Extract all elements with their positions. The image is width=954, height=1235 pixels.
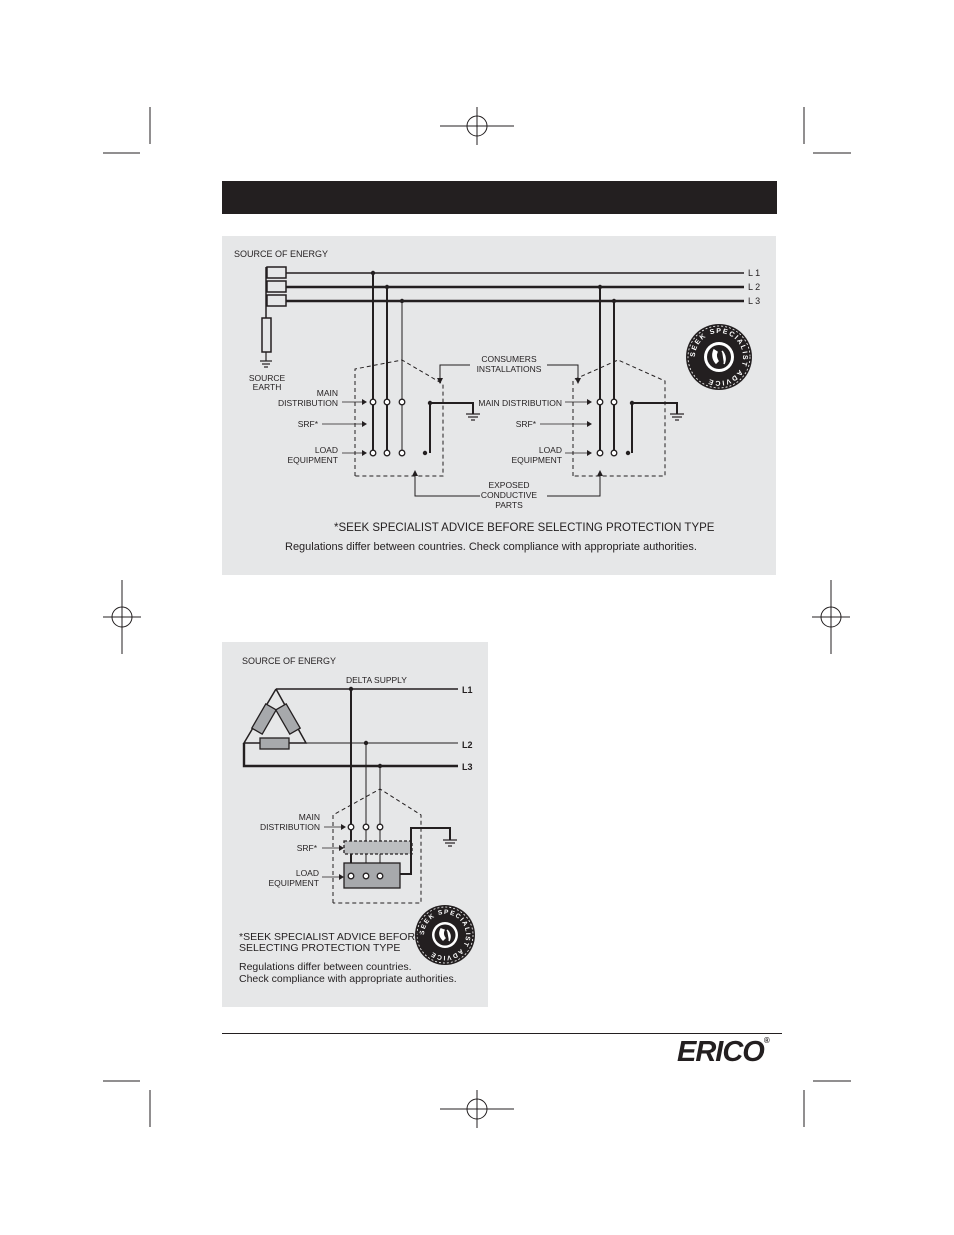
svg-text:SOURCE: SOURCE — [249, 373, 286, 383]
earth-resistor — [261, 317, 272, 353]
svg-text:L2: L2 — [462, 740, 473, 750]
left-installation-outline — [354, 359, 444, 477]
right-installation-outline — [572, 359, 666, 477]
source-block-1 — [266, 266, 287, 279]
svg-text:L1: L1 — [462, 685, 473, 695]
source-block-3 — [266, 294, 287, 307]
line-l3 — [242, 743, 458, 768]
svg-text:EXPOSED: EXPOSED — [488, 480, 529, 490]
footer-rule — [222, 1033, 782, 1034]
top-wiring-diagram: SOURCE OF ENERGY L 1 L 2 L 3 SOURCE EART… — [234, 249, 760, 510]
svg-text:EQUIPMENT: EQUIPMENT — [268, 878, 319, 888]
delta-winding-right — [274, 702, 302, 736]
svg-text:PARTS: PARTS — [495, 500, 523, 510]
svg-text:SRF*: SRF* — [298, 419, 319, 429]
svg-text:DISTRIBUTION: DISTRIBUTION — [260, 822, 320, 832]
bottom-specialist-advice-seal: SEEK SPECIALIST ADVICE — [415, 905, 475, 965]
top-advice-text: *SEEK SPECIALIST ADVICE BEFORE SELECTING… — [334, 522, 715, 534]
bottom-diagram-panel: SOURCE OF ENERGY DELTA SUPPLY L1 L2 L3 M… — [222, 642, 488, 1007]
svg-text:EARTH: EARTH — [253, 382, 282, 392]
top-diagram-panel: SOURCE OF ENERGY L 1 L 2 L 3 SOURCE EART… — [222, 236, 776, 575]
svg-text:CONSUMERS: CONSUMERS — [481, 354, 537, 364]
svg-text:L 3: L 3 — [748, 296, 760, 306]
phone-icon — [434, 924, 456, 946]
bottom-regulations-text: Regulations differ between countries. Ch… — [239, 961, 457, 985]
svg-text:L3: L3 — [462, 762, 473, 772]
delta-winding-bottom — [259, 737, 290, 750]
srf-box — [343, 840, 413, 855]
svg-text:SRF*: SRF* — [516, 419, 537, 429]
bottom-source-label: SOURCE OF ENERGY — [242, 656, 336, 666]
svg-text:EQUIPMENT: EQUIPMENT — [287, 455, 338, 465]
svg-text:LOAD: LOAD — [315, 445, 338, 455]
svg-text:SRF*: SRF* — [297, 843, 318, 853]
delta-wiring-diagram: SOURCE OF ENERGY DELTA SUPPLY L1 L2 L3 M… — [242, 656, 475, 965]
delta-winding-left — [250, 702, 278, 736]
svg-text:LOAD: LOAD — [539, 445, 562, 455]
header-bar — [222, 181, 777, 214]
svg-text:INSTALLATIONS: INSTALLATIONS — [477, 364, 542, 374]
svg-text:L 1: L 1 — [748, 268, 760, 278]
specialist-advice-seal: SEEK SPECIALIST ADVICE — [686, 324, 752, 390]
svg-text:MAIN: MAIN — [299, 812, 320, 822]
source-block-2 — [266, 280, 287, 293]
svg-text:DELTA SUPPLY: DELTA SUPPLY — [346, 675, 407, 685]
svg-text:CONDUCTIVE: CONDUCTIVE — [481, 490, 538, 500]
svg-text:MAIN DISTRIBUTION: MAIN DISTRIBUTION — [478, 398, 562, 408]
erico-logo: ERICO® — [677, 1036, 770, 1068]
svg-text:LOAD: LOAD — [296, 868, 319, 878]
svg-text:DISTRIBUTION: DISTRIBUTION — [278, 398, 338, 408]
svg-text:L 2: L 2 — [748, 282, 760, 292]
svg-text:MAIN: MAIN — [317, 388, 338, 398]
source-of-energy-label: SOURCE OF ENERGY — [234, 249, 328, 259]
svg-text:EQUIPMENT: EQUIPMENT — [511, 455, 562, 465]
top-regulations-text: Regulations differ between countries. Ch… — [285, 541, 697, 553]
phone-icon — [707, 345, 731, 369]
bottom-advice-text: *SEEK SPECIALIST ADVICE BEFORE SELECTING… — [239, 931, 423, 954]
